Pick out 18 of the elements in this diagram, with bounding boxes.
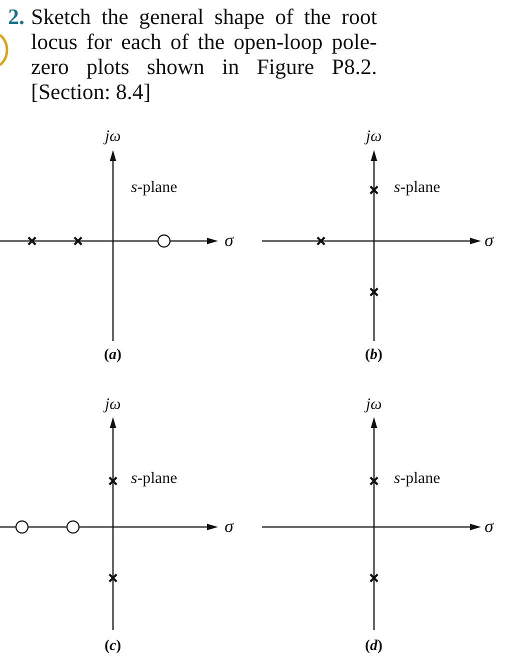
plane-label: s-plane: [131, 180, 178, 196]
axis-label: jω: [366, 397, 382, 413]
plane-label: s-plane: [394, 180, 440, 196]
figure-label: (c): [104, 638, 122, 654]
axis-label: σ: [224, 517, 234, 535]
figure-label: (a): [104, 348, 122, 362]
axis-label: jω: [366, 129, 382, 145]
figure-label: (d): [365, 638, 382, 654]
axis-label: σ: [484, 517, 494, 535]
plane-label: s-plane: [131, 471, 178, 487]
question-text: Sketch the general shape of the root locus for each of the open-loop pole-zero plots shown in Figure P8.2. [Section: 8.4]: [31, 4, 377, 104]
axis-label: σ: [484, 231, 494, 249]
plane-label: s-plane: [394, 471, 440, 487]
axis-label: σ: [224, 231, 234, 249]
axis-label: jω: [105, 129, 121, 145]
axis-label: jω: [105, 397, 121, 413]
problem-number: 2.: [8, 4, 24, 29]
figure-label: (b): [365, 348, 382, 362]
